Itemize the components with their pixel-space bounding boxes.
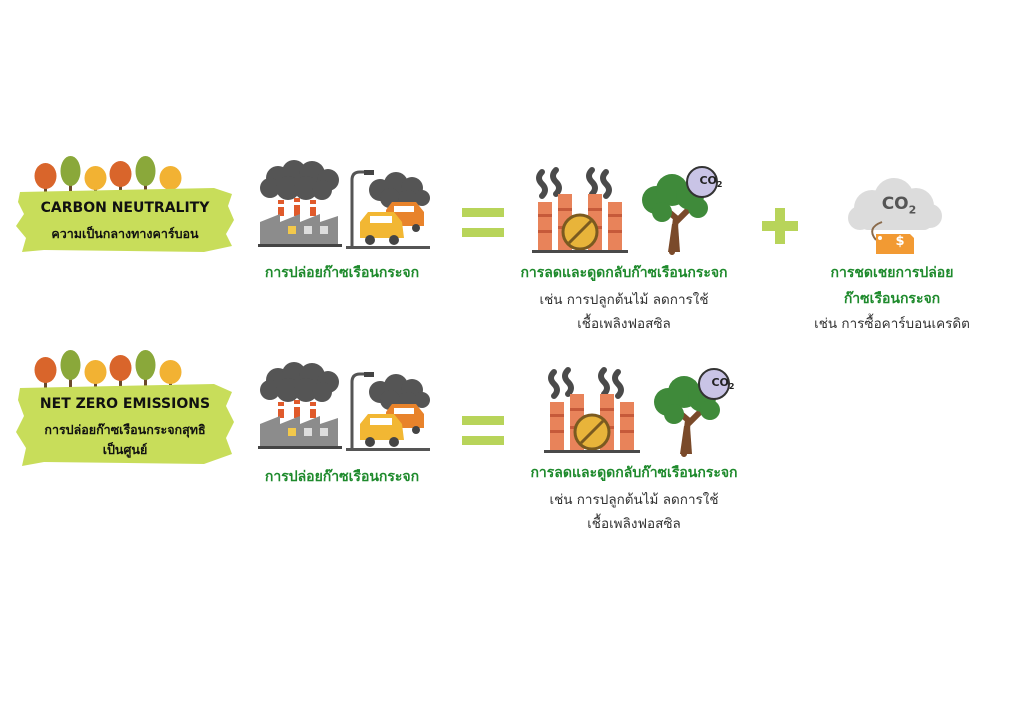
row2-reduction-title: การลดและดูดกลับก๊าซเรือนกระจก [530,465,738,481]
title-brush-banner [16,384,234,466]
row2-emission-label: การปล่อยก๊าซเรือนกระจก [264,469,420,485]
polluting-cars-icon [346,372,430,451]
tree-absorbing-co2-icon [642,166,718,255]
row1-subtitle: ความเป็นกลางทางคาร์บอน [51,226,199,241]
row2-reduction-example-1: เช่น การปลูกต้นไม้ ลดการใช้ [549,492,719,508]
row1-emission-label: การปล่อยก๊าซเรือนกระจก [264,265,420,281]
price-tag-symbol: $ [895,234,905,249]
row1-offset-example: เช่น การซื้อคาร์บอนเครดิต [814,316,970,332]
co2-text: CO [699,174,717,187]
tree-absorbing-co2-icon [654,368,730,457]
cloud-co2-text: CO [881,194,909,214]
tree-co2-label: CO2 [692,174,730,189]
polluting-cars-icon [346,170,430,249]
cloud-co2-label: CO2 [876,194,922,216]
row2-subtitle-1: การปล่อยก๊าซเรือนกระจกสุทธิ [44,422,206,437]
plus-sign [762,208,798,244]
row1-reduction-example-2: เชื้อเพลิงฟอสซิล [577,316,671,332]
co2-text: CO [711,376,729,389]
row1-offset-title-1: การชดเชยการปล่อย [830,265,954,281]
title-brush-banner [16,188,234,252]
row1-title: CARBON NEUTRALITY [40,200,210,216]
row2-subtitle-2: เป็นศูนย์ [102,442,148,457]
autumn-trees-icon [34,350,182,392]
tree-co2-label: CO2 [704,376,742,391]
row2-title: NET ZERO EMISSIONS [39,396,211,412]
autumn-trees-icon [34,156,182,198]
co2-subscript: 2 [728,382,735,392]
row2-equals-sign [462,416,504,446]
row1-reduction-example-1: เช่น การปลูกต้นไม้ ลดการใช้ [539,292,709,308]
row2-reduction-example-2: เชื้อเพลิงฟอสซิล [587,516,681,532]
polluting-factory-icon [258,160,342,247]
row1-reduction-title: การลดและดูดกลับก๊าซเรือนกระจก [520,265,728,281]
row1-offset-title-2: ก๊าซเรือนกระจก [843,291,941,307]
cloud-co2-subscript: 2 [908,203,917,217]
stopped-factory-icon [544,367,640,453]
co2-cloud-credit-icon [848,178,942,254]
stopped-factory-icon [532,167,628,253]
co2-subscript: 2 [716,180,723,190]
row1-equals-sign [462,208,504,238]
polluting-factory-icon [258,362,342,449]
